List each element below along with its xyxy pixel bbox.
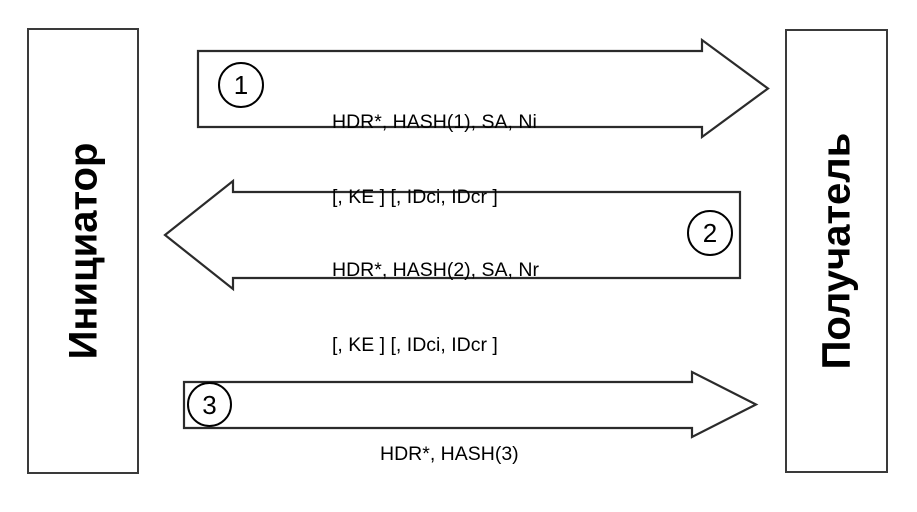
message-text-3: HDR*, HASH(3)	[380, 392, 519, 512]
message-arrow-3-shape	[182, 370, 759, 439]
step-badge-2: 2	[687, 210, 733, 256]
step-badge-3-number: 3	[202, 389, 217, 420]
message-text-2-line-2: [, KE ] [, IDci, IDcr ]	[332, 334, 498, 356]
party-box-receiver: Получатель	[785, 29, 888, 473]
message-text-1-line-2: [, KE ] [, IDci, IDcr ]	[332, 186, 498, 208]
message-text-1-line-1: HDR*, HASH(1), SA, Ni	[332, 111, 537, 133]
message-arrow-2-shape	[163, 178, 742, 292]
step-badge-1-number: 1	[233, 70, 249, 100]
step-badge-3: 3	[187, 382, 232, 427]
message-text-3-line-1: HDR*, HASH(3)	[380, 443, 519, 465]
message-text-2-line-1: HDR*, HASH(2), SA, Nr	[332, 259, 539, 281]
step-badge-1: 1	[218, 62, 264, 108]
step-badge-2-number: 2	[702, 218, 718, 248]
message-text-1: HDR*, HASH(1), SA, Ni [, KE ] [, IDci, I…	[332, 60, 537, 260]
party-box-initiator: Инициатор	[27, 28, 139, 474]
message-arrow-1-shape	[196, 37, 770, 140]
message-text-2: HDR*, HASH(2), SA, Nr [, KE ] [, IDci, I…	[332, 208, 539, 408]
